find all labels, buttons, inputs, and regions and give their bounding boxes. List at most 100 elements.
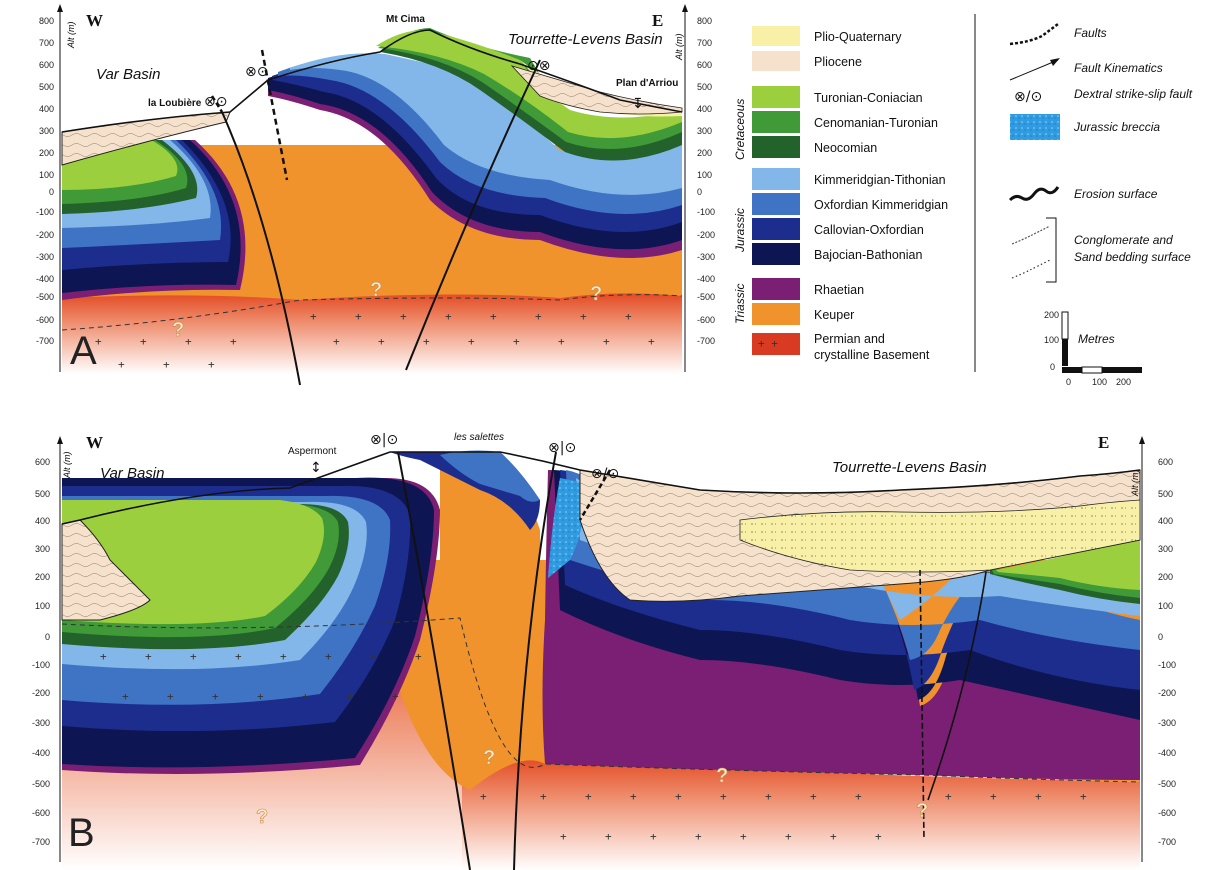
- svg-text:+: +: [560, 830, 567, 843]
- legend-swatch-cenomanian: [752, 111, 800, 133]
- a-tick-left: -400: [36, 274, 54, 284]
- b-tick-right: 400: [1158, 516, 1173, 526]
- svg-text:+: +: [810, 790, 817, 803]
- a-east-kimmeridgian: [290, 53, 682, 195]
- legend-swatch-bajocian: [752, 243, 800, 265]
- svg-text:+: +: [720, 790, 727, 803]
- a-tick-right: -300: [697, 252, 715, 262]
- legend-swatch-oxfordian: [752, 193, 800, 215]
- legend-bracket: [1046, 217, 1057, 283]
- b-basement-contact: [61, 617, 1141, 783]
- b-tick-left: -300: [32, 718, 50, 728]
- b-tick-left: -500: [32, 779, 50, 789]
- legend-swatch-neocomian: [752, 136, 800, 158]
- b-tick-left: -400: [32, 748, 50, 758]
- a-unknown-2: ?: [370, 279, 382, 301]
- legend-strike-slip: Dextral strike-slip fault: [1074, 87, 1193, 101]
- b-tick-right: -500: [1158, 779, 1176, 789]
- a-west-label: W: [86, 11, 103, 30]
- scale-bar-h-1: [1062, 367, 1082, 373]
- b-section-label: B: [68, 811, 95, 855]
- svg-text:+: +: [118, 358, 125, 371]
- legend-swatch-callovian: [752, 218, 800, 240]
- a-tick-right: 400: [697, 104, 712, 114]
- b-fault-west: [397, 451, 471, 870]
- b-tick-left: 600: [35, 457, 50, 467]
- a-tick-left: -200: [36, 230, 54, 240]
- b-tick-left: -100: [32, 660, 50, 670]
- scale-v-tick: 100: [1044, 335, 1059, 345]
- b-axis-left-arrow: [57, 436, 63, 444]
- svg-text:+: +: [630, 790, 637, 803]
- b-fault-east-dashed: [578, 469, 612, 521]
- legend-swatch-rhaetian: [752, 278, 800, 300]
- svg-text:+: +: [625, 310, 632, 323]
- b-unknown-4: ?: [916, 800, 928, 822]
- svg-text:+: +: [212, 690, 219, 703]
- a-loubiere-label: la Loubière: [148, 98, 202, 109]
- a-tourrette-label: Tourrette-Levens Basin: [508, 31, 663, 48]
- section-a: ++++ ++++ ++++ ++++ ++++ +++ 800 700 600…: [36, 4, 715, 386]
- b-tourrette-label: Tourrette-Levens Basin: [832, 459, 987, 476]
- legend-swatch-kimmeridgian: [752, 168, 800, 190]
- b-tick-left: 300: [35, 544, 50, 554]
- b-basement-east: [462, 755, 1140, 870]
- a-tick-right: 300: [697, 126, 712, 136]
- b-tick-right: 0: [1158, 632, 1163, 642]
- a-tick-right: 200: [697, 148, 712, 158]
- a-peak-label: Mt Cima: [386, 14, 425, 25]
- b-alt-label-left: Alt (m): [62, 452, 72, 480]
- a-tick-left: 200: [39, 148, 54, 158]
- a-alt-label-left: Alt (m): [66, 22, 76, 50]
- svg-text:+: +: [480, 790, 487, 803]
- a-axis-right-arrow: [682, 4, 688, 12]
- legend-label-neocomian: Neocomian: [814, 141, 877, 155]
- a-tick-right: -100: [697, 207, 715, 217]
- legend-group-triassic: Triassic: [733, 284, 747, 324]
- legend-kinematics: Fault Kinematics: [1074, 61, 1163, 75]
- legend-faults: Faults: [1074, 26, 1107, 40]
- b-fault-east-2: [927, 571, 987, 801]
- a-alt-label-right: Alt (m): [674, 34, 684, 62]
- a-tick-right: -400: [697, 274, 715, 284]
- legend-label-keuper: Keuper: [814, 308, 854, 322]
- svg-text:+: +: [945, 790, 952, 803]
- b-tick-right: 100: [1158, 601, 1173, 611]
- a-erosion-surface: [61, 29, 683, 133]
- svg-text:+: +: [875, 830, 882, 843]
- a-tick-left: 400: [39, 104, 54, 114]
- svg-text:+: +: [122, 690, 129, 703]
- svg-text:+: +: [855, 790, 862, 803]
- scale-bar-h-2: [1081, 366, 1103, 374]
- a-east-label: E: [652, 11, 663, 30]
- svg-text:+: +: [392, 690, 399, 703]
- a-tick-left: 600: [39, 60, 54, 70]
- erosion-surface-icon: [1008, 186, 1060, 202]
- legend-label-bajocian: Bajocian-Bathonian: [814, 248, 922, 262]
- legend-swatch-basement: [752, 333, 800, 355]
- svg-text:+: +: [190, 650, 197, 663]
- svg-text:+: +: [423, 335, 430, 348]
- svg-text:+: +: [605, 830, 612, 843]
- a-tick-left: 800: [39, 16, 54, 26]
- a-fault-east: [405, 59, 541, 371]
- a-strike-slip-symbol-3: ⊙⊗: [527, 58, 550, 74]
- a-tick-left: 100: [39, 170, 54, 180]
- scale-bar-h-3: [1102, 367, 1142, 373]
- b-tick-left: -700: [32, 837, 50, 847]
- svg-text:+: +: [740, 830, 747, 843]
- faults-icon: [1009, 22, 1059, 46]
- a-tick-right: 500: [697, 82, 712, 92]
- legend-label-plioquat: Plio-Quaternary: [814, 30, 902, 44]
- b-tick-left: -600: [32, 808, 50, 818]
- b-tick-left: 100: [35, 601, 50, 611]
- a-tick-right: -600: [697, 315, 715, 325]
- a-unknown-3: ?: [590, 283, 602, 305]
- a-tick-left: 0: [49, 187, 54, 197]
- svg-text:+: +: [208, 358, 215, 371]
- svg-text:+: +: [100, 650, 107, 663]
- a-unknown-1: ?: [172, 319, 184, 341]
- a-tick-left: -700: [36, 336, 54, 346]
- sand-bedding-icon: [1011, 259, 1051, 279]
- b-tick-right: 500: [1158, 489, 1173, 499]
